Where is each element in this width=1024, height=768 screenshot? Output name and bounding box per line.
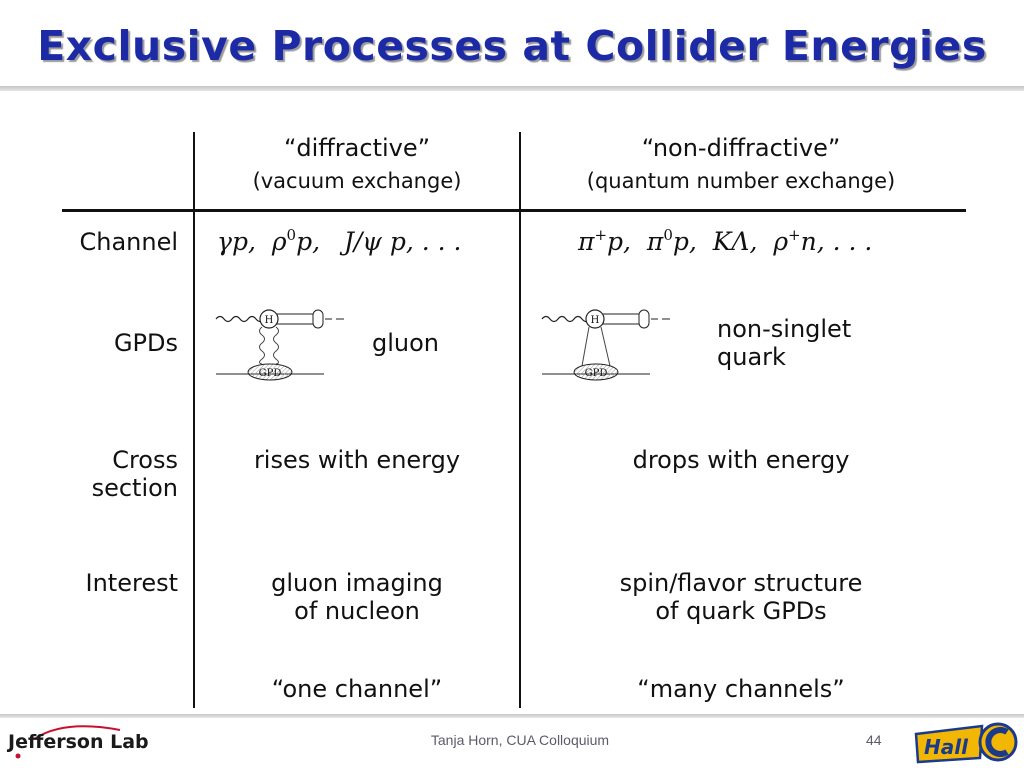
table-header-divider	[62, 209, 966, 212]
footer-presenter: Tanja Horn, CUA Colloquium	[430, 732, 610, 748]
column-subheader-diffractive: (vacuum exchange)	[252, 169, 462, 193]
interest-nondiffractive-line2: of quark GPDs	[655, 597, 827, 625]
channels-diffractive: γp, ρ0p, J/ψ p, . . .	[217, 228, 462, 256]
channel-rho-sup: 0	[286, 226, 297, 244]
channel-piplus: π	[578, 227, 595, 256]
cross-nondiffractive-text: drops with energy	[632, 446, 850, 474]
row-label-channel: Channel	[79, 228, 178, 256]
row-label-interest: Interest	[85, 569, 178, 597]
channel-pizero: π	[646, 227, 664, 256]
page-number: 44	[866, 732, 882, 748]
gpd-diagram-diffractive: H GPD	[215, 309, 344, 381]
column-subheader-nondiffractive: (quantum number exchange)	[586, 169, 896, 193]
summary-nondiffractive: “many channels”	[637, 675, 845, 703]
channel-pizero-sup: 0	[663, 226, 673, 244]
interest-diffractive-line1: gluon imaging	[271, 569, 443, 597]
channel-gamma-p: γp,	[217, 227, 256, 256]
gpds-nondiffractive-line1: non-singlet	[717, 315, 852, 343]
jefferson-lab-logo: Jefferson Lab	[8, 731, 149, 753]
channels-nondiffractive: π+p, π0p, KΛ, ρ+n, . . .	[578, 228, 872, 256]
channel-jpsi: J/ψ p, . . .	[343, 227, 462, 256]
slide-title: Exclusive Processes at Collider Energies	[37, 22, 987, 70]
diagram-gpd-label: GPD	[259, 368, 282, 379]
row-label-gpds: GPDs	[113, 329, 178, 357]
channel-rho: ρ	[271, 227, 287, 256]
interest-nondiffractive-line1: spin/flavor structure	[619, 569, 863, 597]
diagram-h-label-2: H	[591, 315, 600, 326]
summary-diffractive: “one channel”	[271, 675, 443, 703]
channel-piplus-rest: p,	[607, 227, 631, 256]
gpd-diagram-nondiffractive: H GPD	[541, 309, 670, 381]
interest-diffractive-line2: of nucleon	[294, 597, 420, 625]
channel-rho-rest: p,	[296, 227, 321, 256]
footer-divider	[0, 714, 1024, 718]
channel-rhoplus: ρ	[773, 227, 789, 256]
table-vertical-line-left	[193, 132, 195, 708]
channel-rhoplus-sup: +	[788, 226, 801, 244]
column-header-diffractive: “diffractive”	[283, 134, 431, 162]
table-vertical-line-middle	[519, 132, 521, 708]
diagram-h-label: H	[265, 315, 274, 326]
gpds-nondiffractive-line2: quark	[717, 343, 786, 371]
hall-c-logo-icon: Hall	[914, 722, 1018, 764]
svg-text:Hall: Hall	[924, 735, 969, 759]
cross-diffractive-text: rises with energy	[253, 446, 461, 474]
jefferson-lab-swoosh-icon	[15, 725, 121, 759]
channel-klambda: KΛ,	[712, 227, 758, 256]
gpds-diffractive-text: gluon	[372, 329, 440, 357]
channel-pizero-rest: p,	[672, 227, 697, 256]
channel-rhoplus-rest: n, . . .	[800, 227, 873, 256]
row-label-cross-line1: Cross	[112, 446, 178, 474]
row-label-cross-line2: section	[91, 474, 178, 502]
column-header-nondiffractive: “non-diffractive”	[641, 134, 841, 162]
channel-piplus-sup: +	[594, 226, 608, 244]
title-divider	[0, 86, 1024, 91]
diagram-gpd-label-2: GPD	[585, 368, 608, 379]
